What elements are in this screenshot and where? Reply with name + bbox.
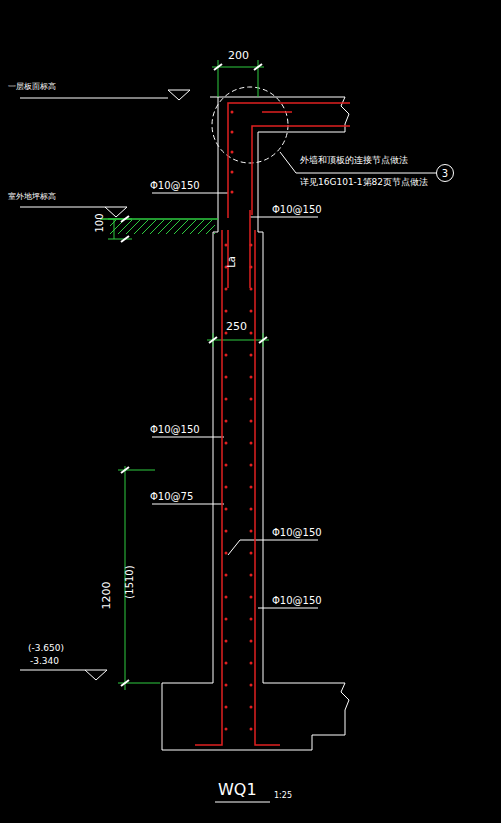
rebar-label: Φ10@150 bbox=[272, 528, 322, 538]
level-label: -3.340 bbox=[30, 657, 59, 666]
rebar-label: Φ10@150 bbox=[272, 596, 322, 606]
dimension: 250 bbox=[226, 321, 247, 332]
drawing-title: WQ1 bbox=[218, 782, 257, 798]
rebar-label: Φ10@150 bbox=[150, 181, 200, 191]
dimension: 1200 bbox=[101, 581, 112, 609]
dimension: 200 bbox=[228, 50, 249, 61]
note: 详见16G101-1第82页节点做法 bbox=[300, 178, 428, 187]
callout-circle: 3 bbox=[436, 164, 454, 182]
note: 外墙和顶板的连接节点做法 bbox=[300, 156, 408, 165]
rebar-label: Φ10@75 bbox=[150, 492, 193, 502]
level-label: 室外地坪标高 bbox=[8, 193, 56, 201]
dimension: (1510) bbox=[125, 565, 135, 598]
callout-number: 3 bbox=[442, 168, 448, 179]
dimension: 100 bbox=[95, 213, 105, 232]
rebar-label: La bbox=[227, 256, 237, 268]
level-label: 一层板面标高 bbox=[8, 83, 56, 91]
rebar-label: Φ10@150 bbox=[272, 205, 322, 215]
scale: 1:25 bbox=[274, 792, 292, 800]
rebar-label: Φ10@150 bbox=[150, 425, 200, 435]
level-label: (-3.650) bbox=[28, 644, 64, 653]
